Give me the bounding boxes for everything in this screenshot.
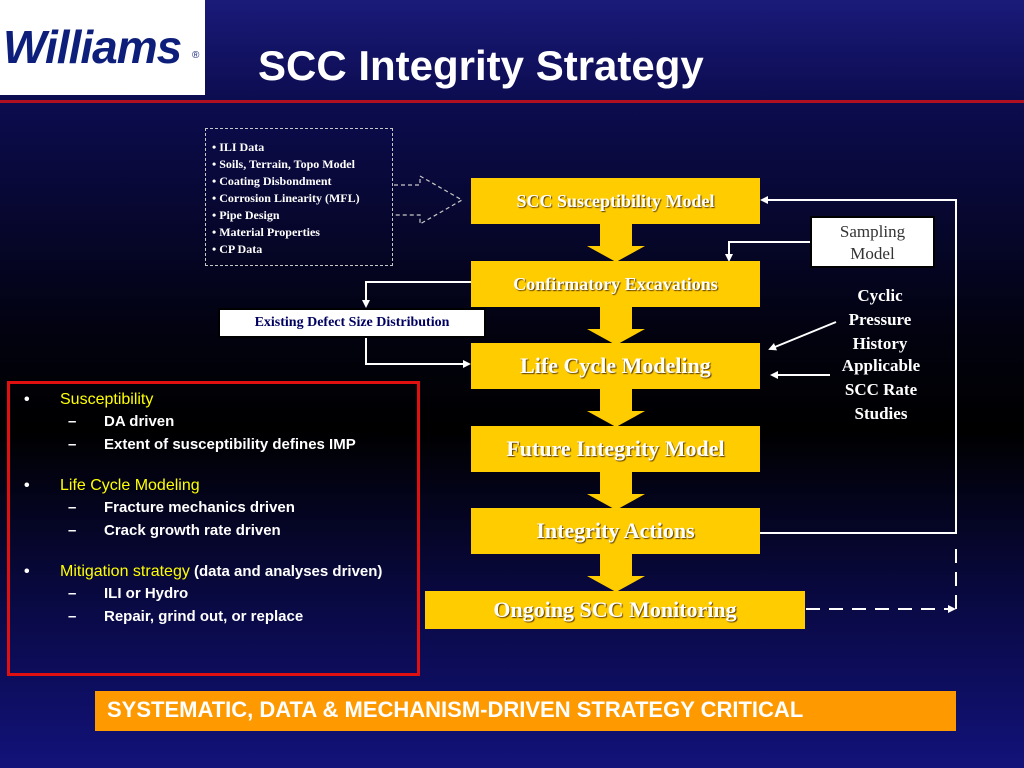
rate-line: SCC Rate bbox=[844, 380, 918, 399]
ili-item: • Corrosion Linearity (MFL) bbox=[212, 191, 360, 205]
feedback-loop-line bbox=[760, 196, 957, 534]
bullet-head: Susceptibility bbox=[60, 391, 154, 408]
bullet-heading: Susceptibility bbox=[60, 390, 153, 410]
sampling-line-2: Model bbox=[850, 244, 895, 263]
bullet-tail: (data and analyses driven) bbox=[189, 563, 383, 580]
bullet-heading: Life Cycle Modeling bbox=[60, 476, 200, 496]
ili-item: • Coating Disbondment bbox=[212, 174, 332, 188]
ili-item: • CP Data bbox=[212, 242, 263, 256]
down-arrow-1 bbox=[587, 224, 645, 262]
sampling-model-box: Sampling Model bbox=[810, 216, 935, 268]
ili-item: • Pipe Design bbox=[212, 208, 280, 222]
logo-wordmark: Williams bbox=[3, 21, 182, 73]
sub-text: Crack growth rate driven bbox=[104, 522, 281, 539]
step-future-integrity-model: Future Integrity Model bbox=[471, 426, 760, 472]
cyclic-line: Cyclic bbox=[857, 286, 903, 305]
summary-sub-item: – Extent of susceptibility defines IMP bbox=[24, 433, 407, 456]
sampling-line-1: Sampling bbox=[839, 222, 906, 241]
summary-sub-item: – Fracture mechanics driven bbox=[24, 496, 407, 519]
title-divider bbox=[0, 100, 1024, 103]
dash: – bbox=[68, 522, 77, 539]
ili-item: • ILI Data bbox=[212, 140, 265, 154]
summary-sub-item: – DA driven bbox=[24, 410, 407, 433]
dash: – bbox=[68, 585, 77, 602]
step-ongoing-monitoring: Ongoing SCC Monitoring bbox=[425, 591, 805, 629]
ili-item: • Soils, Terrain, Topo Model bbox=[212, 157, 355, 171]
step-life-cycle-modeling: Life Cycle Modeling bbox=[471, 343, 760, 389]
strategy-banner: SYSTEMATIC, DATA & MECHANISM-DRIVEN STRA… bbox=[95, 691, 956, 731]
summary-bullet: • Mitigation strategy (data and analyses… bbox=[24, 562, 407, 582]
rate-line: Studies bbox=[854, 404, 908, 423]
dash: – bbox=[68, 608, 77, 625]
down-arrow-2 bbox=[587, 307, 645, 345]
bullet-head: Mitigation strategy bbox=[60, 563, 190, 580]
down-arrow-5 bbox=[587, 554, 645, 592]
sub-text: Fracture mechanics driven bbox=[104, 499, 295, 516]
step-confirmatory-excavations: Confirmatory Excavations bbox=[471, 261, 760, 307]
ili-data-box: • ILI Data • Soils, Terrain, Topo Model … bbox=[205, 128, 393, 266]
slide-title: SCC Integrity Strategy bbox=[258, 42, 704, 89]
company-logo: Williams ® bbox=[0, 0, 205, 95]
existing-defect-box: Existing Defect Size Distribution bbox=[218, 308, 486, 338]
sub-text: ILI or Hydro bbox=[104, 585, 189, 602]
dash: – bbox=[68, 436, 77, 453]
summary-sub-item: – ILI or Hydro bbox=[24, 582, 407, 605]
flow-down-arrows bbox=[587, 224, 645, 592]
summary-bullet: • Life Cycle Modeling bbox=[24, 476, 407, 496]
dash: – bbox=[68, 499, 77, 516]
summary-box: • Susceptibility – DA driven – Extent of s… bbox=[7, 381, 420, 676]
summary-bullet: • Susceptibility bbox=[24, 390, 407, 410]
cyclic-pressure-text: Cyclic Pressure History bbox=[832, 284, 928, 356]
summary-sub-item: – Crack growth rate driven bbox=[24, 519, 407, 542]
rate-studies-text: Applicable SCC Rate Studies bbox=[826, 354, 936, 426]
summary-sub-item: – Repair, grind out, or replace bbox=[24, 605, 407, 628]
defect-to-lifecycle-line bbox=[365, 338, 471, 368]
bullet-dot: • bbox=[24, 477, 30, 494]
dash: – bbox=[68, 413, 77, 430]
ili-input-arrow bbox=[394, 174, 464, 226]
ili-item: • Material Properties bbox=[212, 225, 320, 239]
bullet-heading: Mitigation strategy (data and analyses d… bbox=[60, 562, 382, 582]
cyclic-to-lifecycle-line bbox=[768, 321, 837, 351]
down-arrow-4 bbox=[587, 472, 645, 510]
excavation-to-defect-line bbox=[362, 281, 471, 308]
bullet-head: Life Cycle Modeling bbox=[60, 477, 200, 494]
cyclic-line: History bbox=[852, 334, 908, 353]
sub-text: DA driven bbox=[104, 413, 175, 430]
sub-text: Repair, grind out, or replace bbox=[104, 608, 304, 625]
bullet-dot: • bbox=[24, 391, 30, 408]
step-susceptibility-model: SCC Susceptibility Model bbox=[471, 178, 760, 224]
registered-mark: ® bbox=[192, 50, 200, 61]
sampling-to-excavation-line bbox=[725, 241, 810, 262]
sub-text: Extent of susceptibility defines IMP bbox=[104, 436, 356, 453]
cyclic-line: Pressure bbox=[848, 310, 912, 329]
bullet-dot: • bbox=[24, 563, 30, 580]
step-integrity-actions: Integrity Actions bbox=[471, 508, 760, 554]
rate-line: Applicable bbox=[841, 356, 921, 375]
down-arrow-3 bbox=[587, 389, 645, 427]
